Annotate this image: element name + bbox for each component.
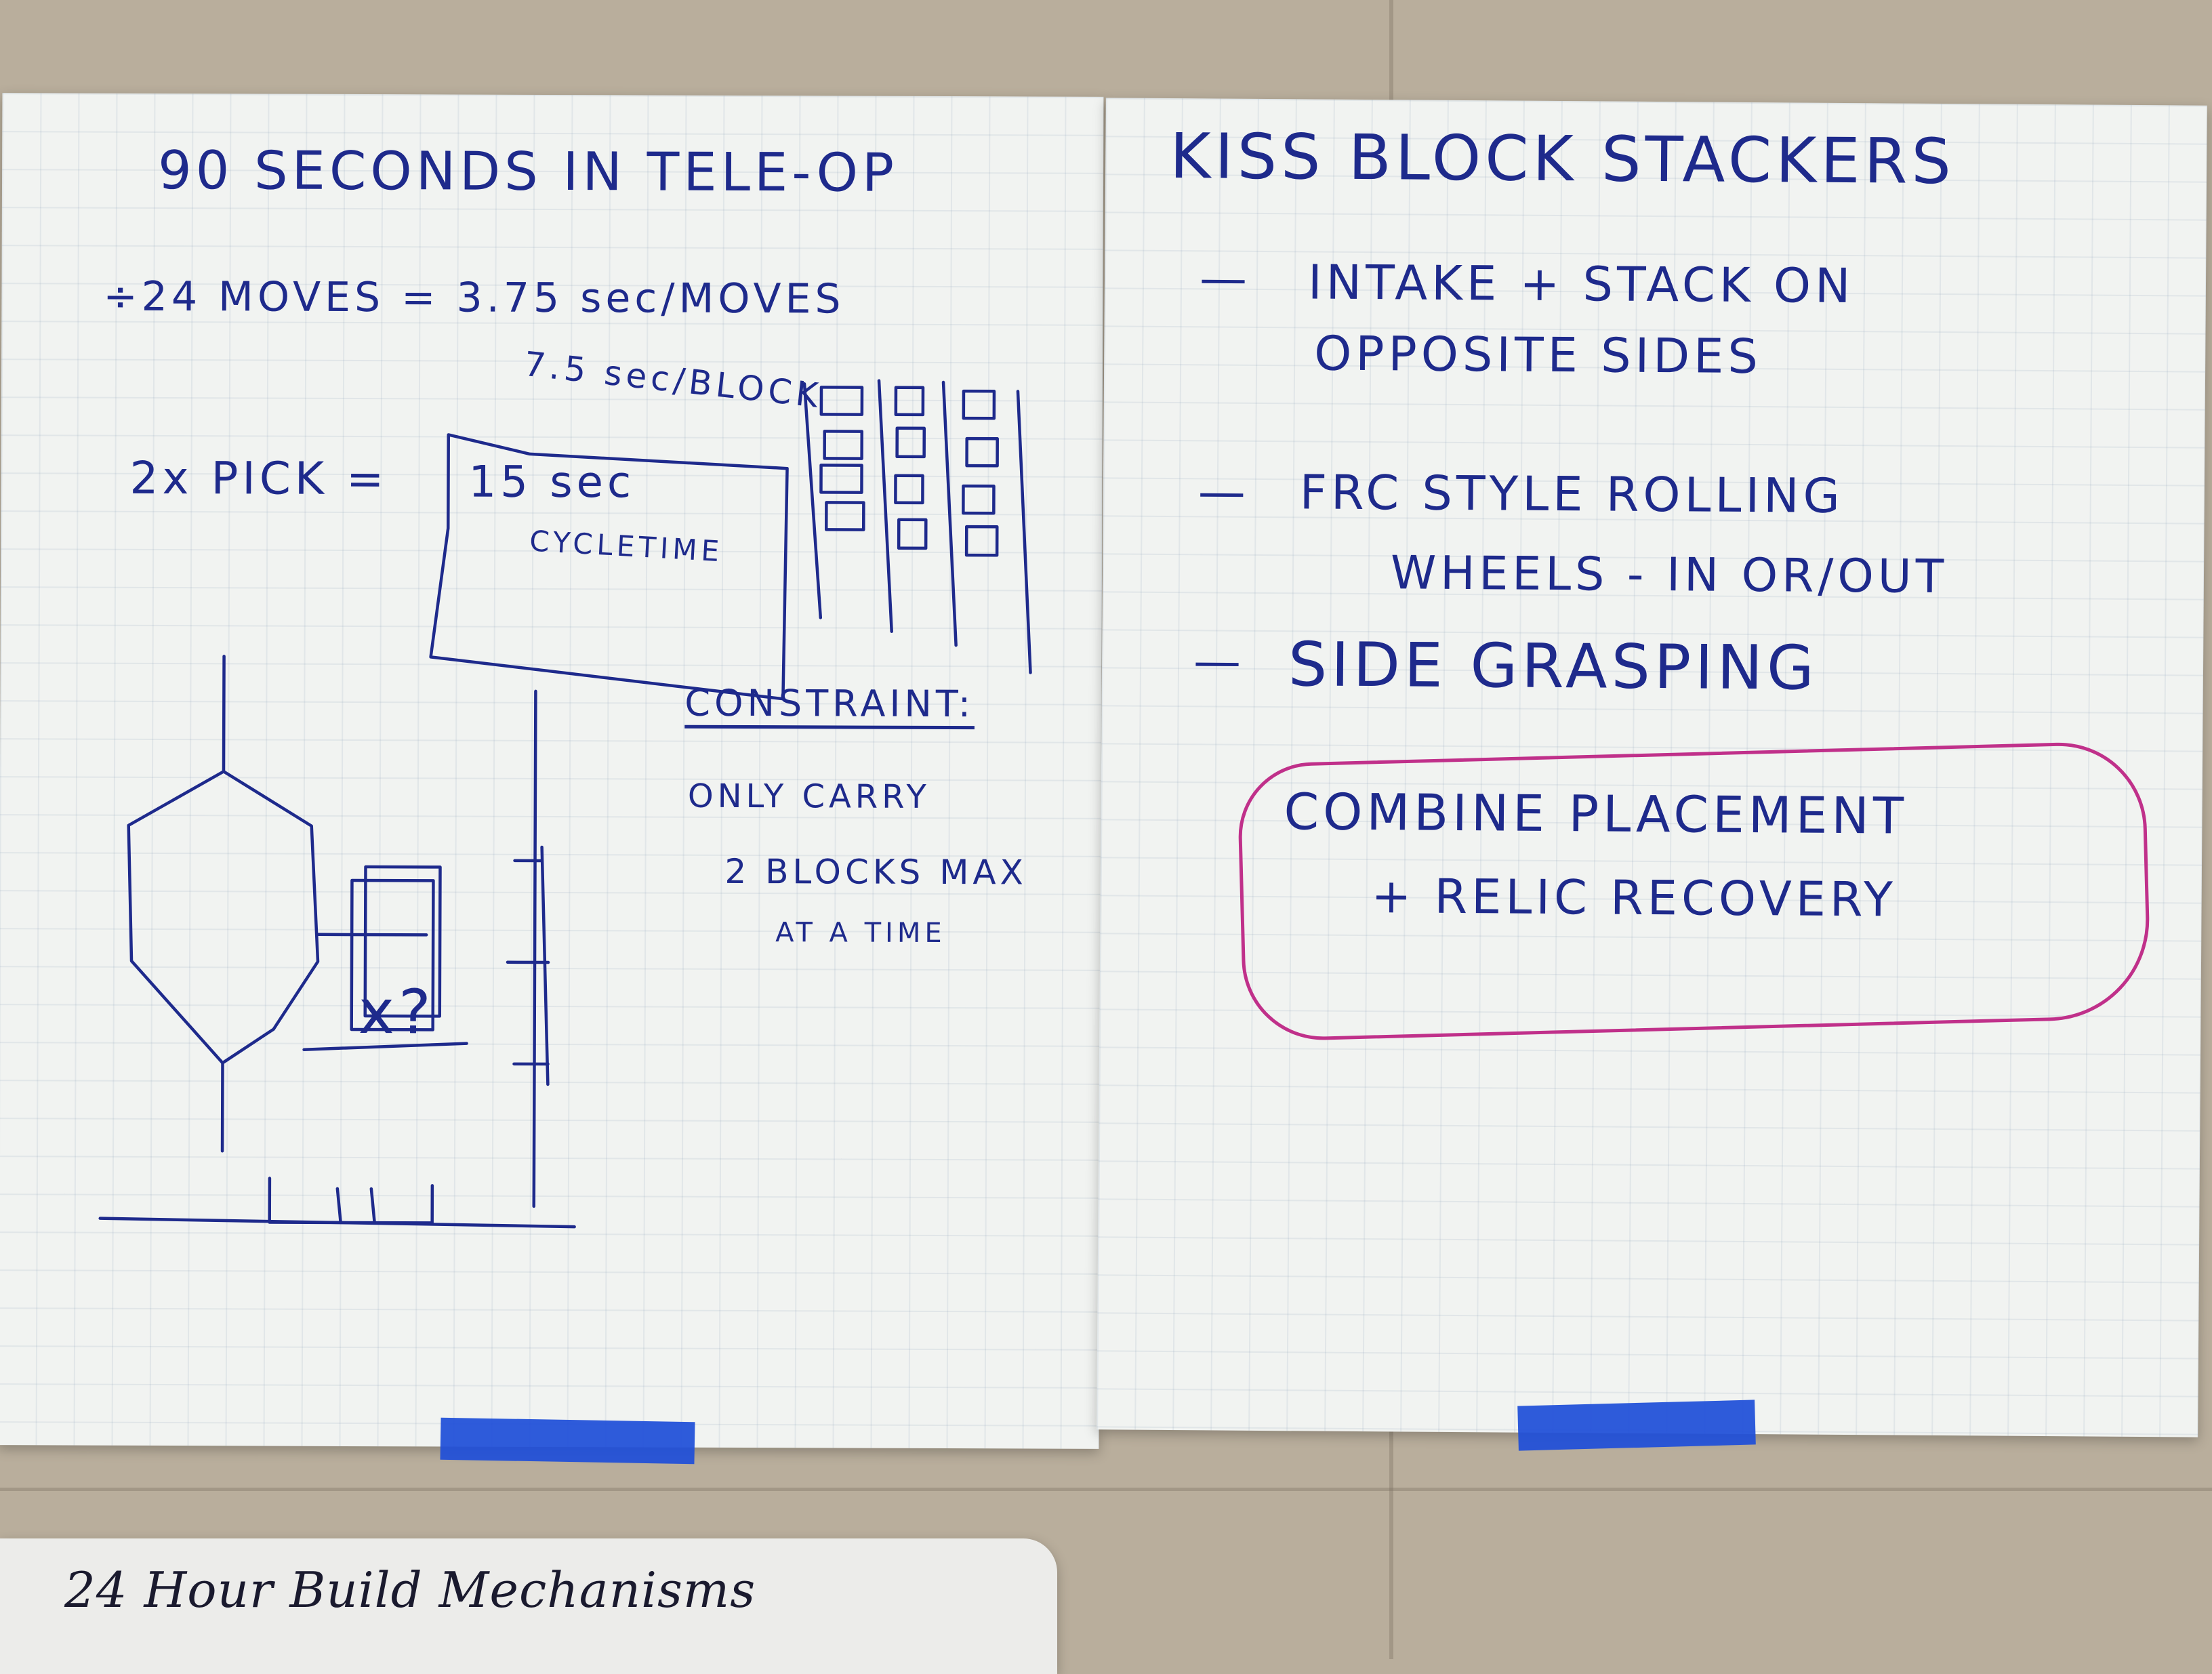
gripper-sketch [114, 554, 605, 1254]
bottom-flipchart-sheet: 24 Hour Build Mechanisms [0, 1538, 1057, 1674]
moves-calculation: ÷24 MOVES = 3.75 sec/MOVES [103, 277, 844, 320]
left-flipchart-sheet: 90 SECONDS IN TELE-OP ÷24 MOVES = 3.75 s… [0, 93, 1103, 1449]
right-sheet-title: KISS BLOCK STACKERS [1170, 125, 1955, 193]
blue-tape [1517, 1400, 1756, 1450]
blue-tape [440, 1418, 695, 1465]
pick-label: 2x PICK = [129, 456, 388, 502]
bottom-sheet-title: 24 Hour Build Mechanisms [64, 1566, 756, 1614]
list-dash: — [1193, 637, 1245, 685]
left-sheet-title: 90 SECONDS IN TELE-OP [158, 144, 898, 200]
constraint-line: 2 BLOCKS MAX [724, 855, 1027, 890]
constraint-heading: CONSTRAINT: [684, 685, 975, 722]
list-item-line: INTAKE + STACK ON [1308, 258, 1855, 310]
highlight-circle [1237, 741, 2152, 1042]
list-item-line: FRC STYLE ROLLING [1300, 468, 1844, 520]
sketch-question: x? [359, 982, 435, 1043]
seconds-per-block: 7.5 sec/BLOCK [523, 347, 824, 413]
constraint-line: AT A TIME [775, 919, 946, 947]
list-item-line: OPPOSITE SIDES [1314, 330, 1762, 381]
constraint-line: ONLY CARRY [688, 780, 930, 813]
list-item-line: WHEELS - IN OR/OUT [1391, 550, 1948, 600]
list-dash: — [1200, 254, 1251, 302]
wall-seam [0, 1488, 2212, 1491]
cycle-time-value: 15 sec [468, 461, 635, 505]
list-item-line: SIDE GRASPING [1288, 634, 1818, 699]
list-dash: — [1198, 468, 1250, 516]
stacked-blocks-sketch [793, 373, 1045, 686]
